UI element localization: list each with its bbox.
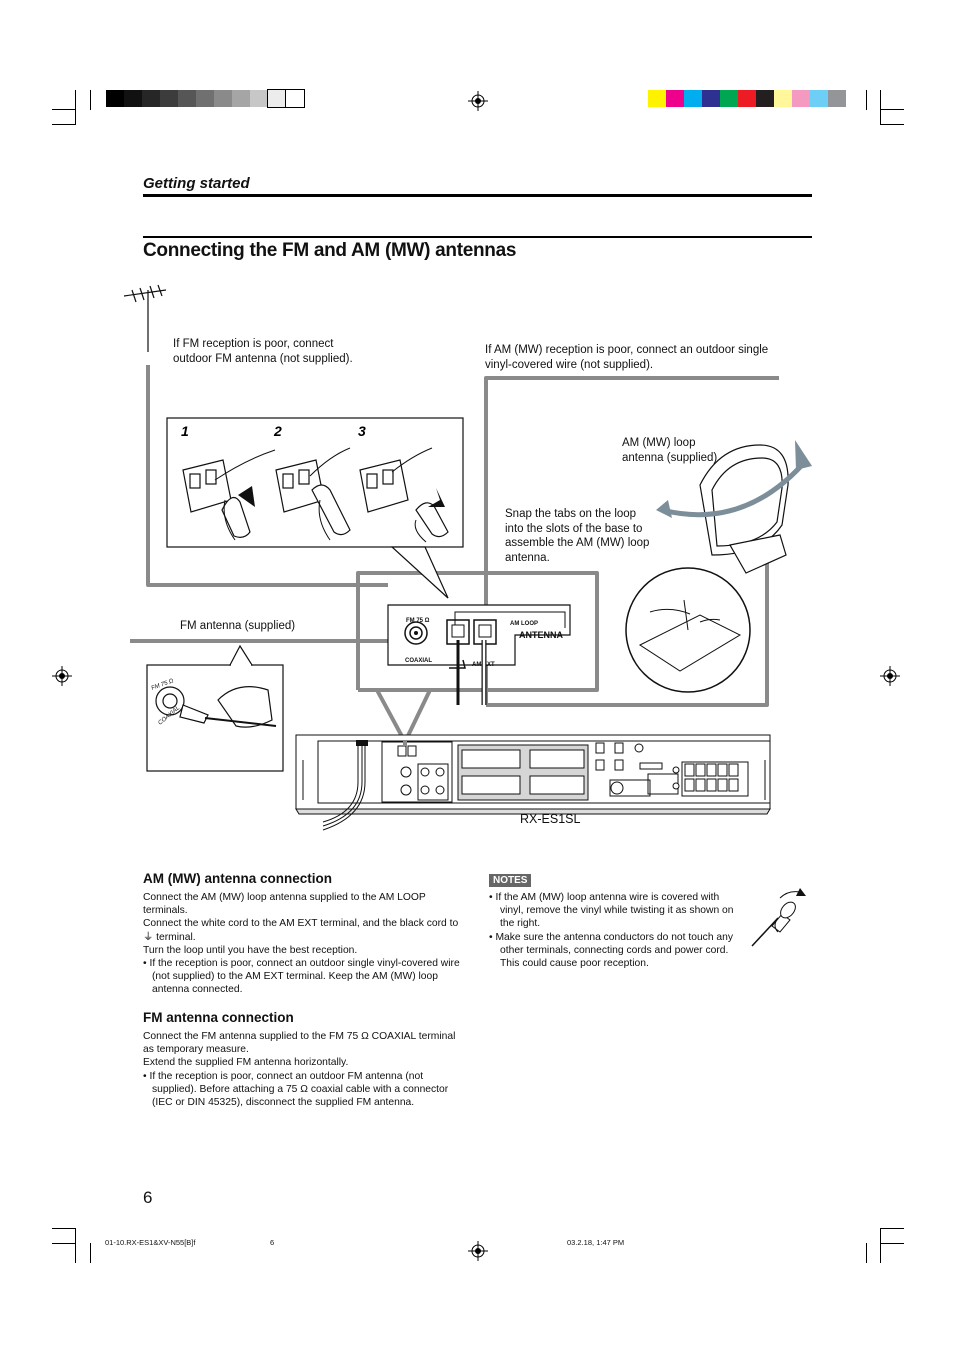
calibration-swatch bbox=[702, 90, 720, 107]
am-outdoor-wire bbox=[484, 376, 779, 705]
am-outdoor-note: If AM (MW) reception is poor, connect an… bbox=[485, 344, 769, 371]
fm-paragraph: Connect the FM antenna supplied to the F… bbox=[143, 1031, 456, 1056]
page-number: 6 bbox=[143, 1188, 153, 1207]
calibration-swatch bbox=[810, 90, 828, 107]
am-section-body: Connect the AM (MW) loop antenna supplie… bbox=[143, 891, 468, 997]
rotation-arrow-icon bbox=[661, 463, 804, 518]
notes-badge: NOTES bbox=[489, 874, 532, 887]
calibration-swatch bbox=[828, 90, 846, 107]
calibration-swatch bbox=[756, 90, 774, 107]
fm-supplied-label: FM antenna (supplied) bbox=[180, 620, 296, 632]
am-section-heading: AM (MW) antenna connection bbox=[143, 871, 332, 886]
registration-mark-icon bbox=[468, 1241, 488, 1261]
outdoor-fm-antenna-icon bbox=[123, 284, 167, 352]
model-label: RX-ES1SL bbox=[520, 812, 581, 826]
callout-frame-wire bbox=[356, 571, 599, 692]
fm-outdoor-wire bbox=[146, 365, 388, 587]
calibration-swatch bbox=[720, 90, 738, 107]
fm-section-body: Connect the FM antenna supplied to the F… bbox=[143, 1030, 468, 1109]
am-bullet: • If the reception is poor, connect an o… bbox=[143, 958, 460, 996]
note-item: • Make sure the antenna conductors do no… bbox=[489, 931, 734, 970]
loop-wire bbox=[486, 560, 769, 707]
loop-antenna-label: AM (MW) loop antenna (supplied) bbox=[622, 437, 718, 464]
calibration-swatch bbox=[250, 90, 268, 107]
calibration-swatch bbox=[214, 90, 232, 107]
title-rule bbox=[143, 236, 812, 238]
calibration-swatch bbox=[648, 90, 666, 107]
fm-section-heading: FM antenna connection bbox=[143, 1010, 294, 1025]
calibration-swatch bbox=[738, 90, 756, 107]
footer-page: 6 bbox=[270, 1238, 275, 1247]
calibration-swatch bbox=[178, 90, 196, 107]
step-number: 3 bbox=[358, 423, 366, 439]
coaxial-label: COAXIAL bbox=[405, 658, 432, 664]
calibration-swatch bbox=[232, 90, 250, 107]
calibration-swatch bbox=[267, 89, 287, 108]
am-paragraph: Connect the AM (MW) loop antenna supplie… bbox=[143, 892, 426, 917]
calibration-swatch bbox=[285, 89, 305, 108]
registration-mark-icon bbox=[52, 666, 72, 686]
footer-date: 03.2.18, 1:47 PM bbox=[567, 1238, 625, 1247]
fm-plug-inset bbox=[146, 664, 284, 772]
header-rule bbox=[143, 194, 812, 197]
am-loop-label: AM LOOP bbox=[510, 621, 538, 627]
step-number: 2 bbox=[273, 423, 282, 439]
notes-list: • If the AM (MW) loop antenna wire is co… bbox=[489, 891, 745, 970]
am-paragraph: Connect the white cord to the AM EXT ter… bbox=[143, 918, 459, 943]
antenna-terminal-panel: FM 75 Ω COAXIAL AM LOOP ANTENNA AM EXT bbox=[387, 604, 571, 705]
calibration-swatch bbox=[666, 90, 684, 107]
calibration-swatch bbox=[160, 90, 178, 107]
am-paragraph: Turn the loop until you have the best re… bbox=[143, 944, 358, 956]
assemble-note: Snap the tabs on the loop into the slots… bbox=[505, 508, 650, 564]
registration-mark-icon bbox=[880, 666, 900, 686]
calibration-swatch bbox=[142, 90, 160, 107]
footer-file: 01-10.RX-ES1&XV-N55[B]f bbox=[105, 1238, 196, 1247]
wire-twist-icon bbox=[751, 888, 806, 947]
registration-mark-icon bbox=[468, 91, 488, 111]
page-title: Connecting the FM and AM (MW) antennas bbox=[143, 240, 517, 261]
am-loop-antenna-icon bbox=[699, 444, 789, 574]
rear-panel-illustration bbox=[295, 734, 771, 815]
antenna-label: ANTENNA bbox=[519, 630, 563, 640]
calibration-swatch bbox=[792, 90, 810, 107]
antenna-connection-diagram: 1 2 3 FM 75 Ω COAXIAL AM LOOP ANTENNA bbox=[123, 284, 812, 831]
calibration-swatch bbox=[124, 90, 142, 107]
calibration-swatch bbox=[106, 90, 124, 107]
terminal-clip-illustrations bbox=[182, 459, 449, 538]
calibration-swatch bbox=[196, 90, 214, 107]
calibration-swatch bbox=[774, 90, 792, 107]
fm-paragraph: Extend the supplied FM antenna horizonta… bbox=[143, 1057, 349, 1069]
fm-bullet: • If the reception is poor, connect an o… bbox=[143, 1070, 449, 1109]
fm-terminal-label: FM 75 Ω bbox=[406, 618, 430, 624]
fm-outdoor-note: If FM reception is poor, connect outdoor… bbox=[173, 338, 353, 365]
power-cord bbox=[322, 742, 366, 831]
note-item: • If the AM (MW) loop antenna wire is co… bbox=[489, 892, 734, 930]
calibration-swatch bbox=[684, 90, 702, 107]
section-header: Getting started bbox=[143, 175, 250, 192]
step-number: 1 bbox=[181, 423, 189, 439]
